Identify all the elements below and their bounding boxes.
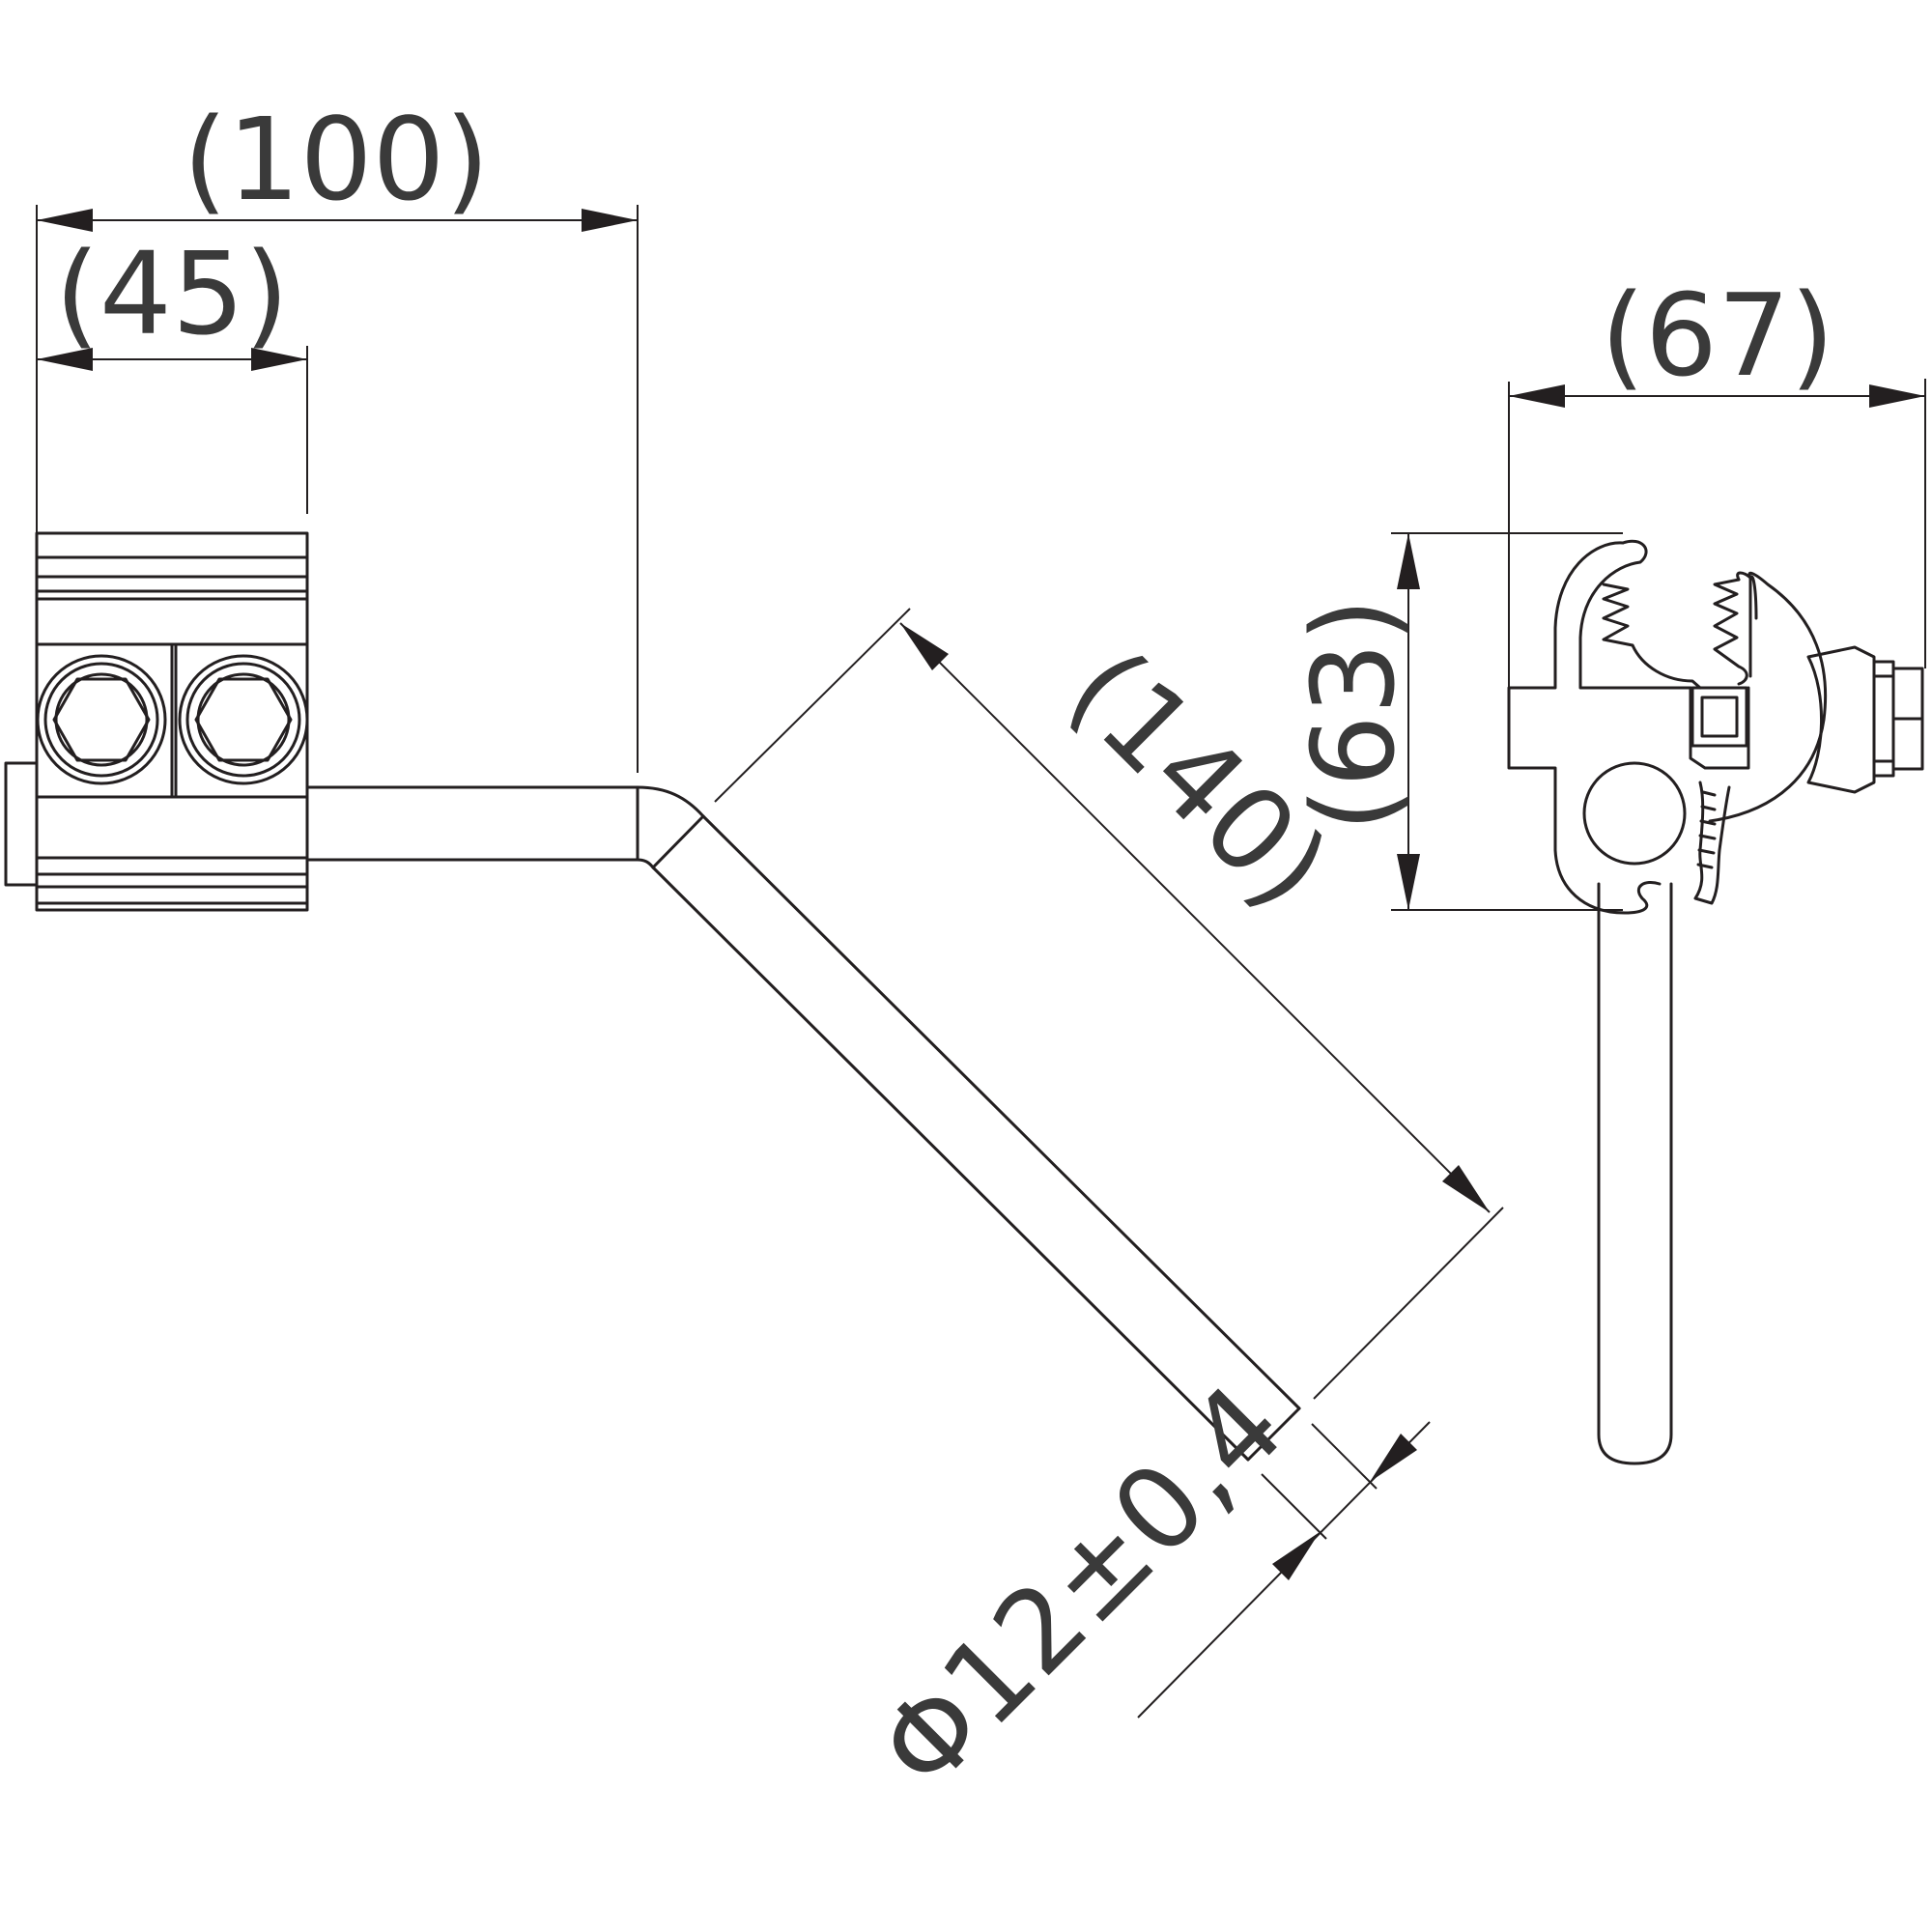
clamp-front-view	[4, 531, 309, 912]
arrow-icon	[582, 209, 638, 232]
arrow-icon	[37, 348, 93, 371]
bent-rod	[305, 785, 1301, 1462]
dimension-lines	[36, 205, 1926, 1719]
arrow-icon	[1370, 1434, 1417, 1482]
arrow-icon	[1397, 854, 1420, 910]
dimension-clamp-width: (45)	[55, 227, 289, 360]
bolt-left-icon	[36, 654, 167, 785]
clamp-side-view	[1507, 539, 1924, 1465]
dimension-rod-diameter: Φ12±0,4	[853, 1359, 1309, 1815]
arrow-icon	[37, 209, 93, 232]
dimension-side-width: (67)	[1601, 269, 1834, 402]
arrow-icon	[251, 348, 307, 371]
arrow-icon	[1272, 1532, 1320, 1580]
bolt-right-icon	[178, 654, 309, 785]
arrow-icon	[1869, 384, 1925, 408]
arrow-icon	[900, 623, 949, 670]
arrow-icon	[1509, 384, 1565, 408]
arrow-icon	[1397, 533, 1420, 589]
arrow-icon	[1442, 1165, 1490, 1212]
dimension-total-width: (100)	[183, 93, 489, 226]
dimension-side-height: (63)	[1287, 598, 1420, 832]
